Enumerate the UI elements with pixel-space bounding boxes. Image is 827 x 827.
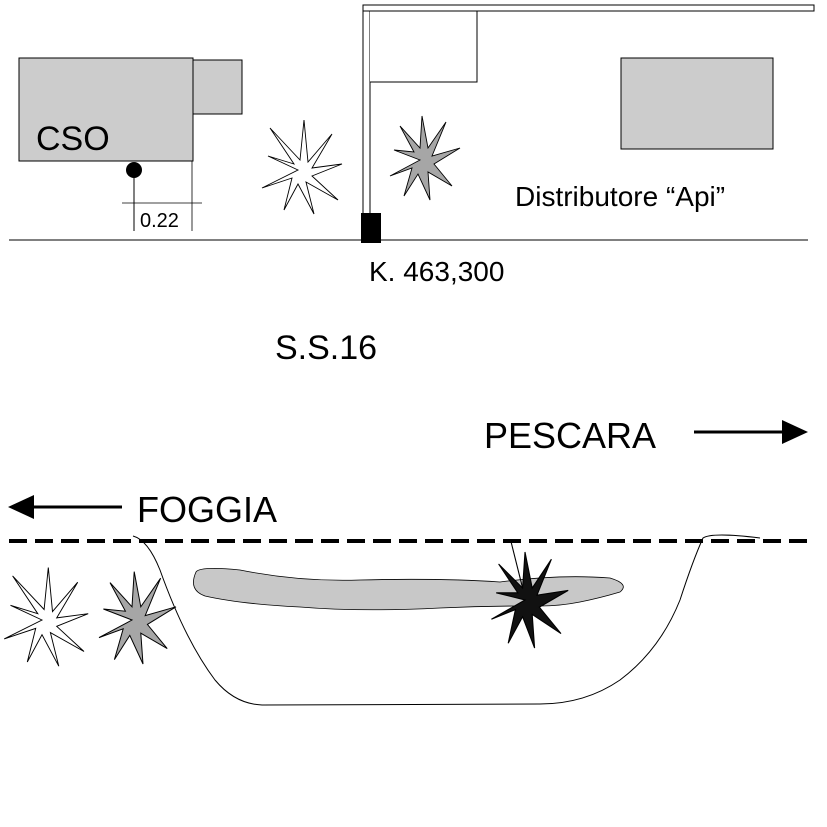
water-channel bbox=[193, 568, 624, 611]
arrow-left-icon bbox=[8, 495, 122, 519]
sign-arm bbox=[362, 4, 815, 12]
distributore-building bbox=[620, 57, 774, 150]
road-name-label: S.S.16 bbox=[275, 329, 377, 367]
sign-panel bbox=[370, 10, 478, 83]
cso-label: CSO bbox=[36, 120, 110, 158]
plant-icon bbox=[389, 115, 461, 201]
measurement-point bbox=[126, 162, 142, 178]
direction-foggia-label: FOGGIA bbox=[137, 489, 277, 530]
distance-label: 0.22 bbox=[140, 210, 179, 232]
ditch-profile bbox=[132, 534, 761, 706]
cso-building bbox=[18, 57, 194, 162]
plant-icon bbox=[491, 539, 569, 649]
plant-icon bbox=[3, 567, 89, 667]
plant-icon bbox=[261, 119, 343, 215]
sign-pole-icon bbox=[362, 4, 371, 216]
sign-base bbox=[361, 213, 381, 243]
station-label: Distributore “Api” bbox=[515, 181, 725, 212]
arrow-right-icon bbox=[694, 420, 808, 444]
plant-icon bbox=[98, 571, 177, 665]
direction-pescara-label: PESCARA bbox=[484, 415, 656, 456]
kilometer-marker-label: K. 463,300 bbox=[369, 256, 504, 287]
cso-annex bbox=[192, 59, 243, 115]
